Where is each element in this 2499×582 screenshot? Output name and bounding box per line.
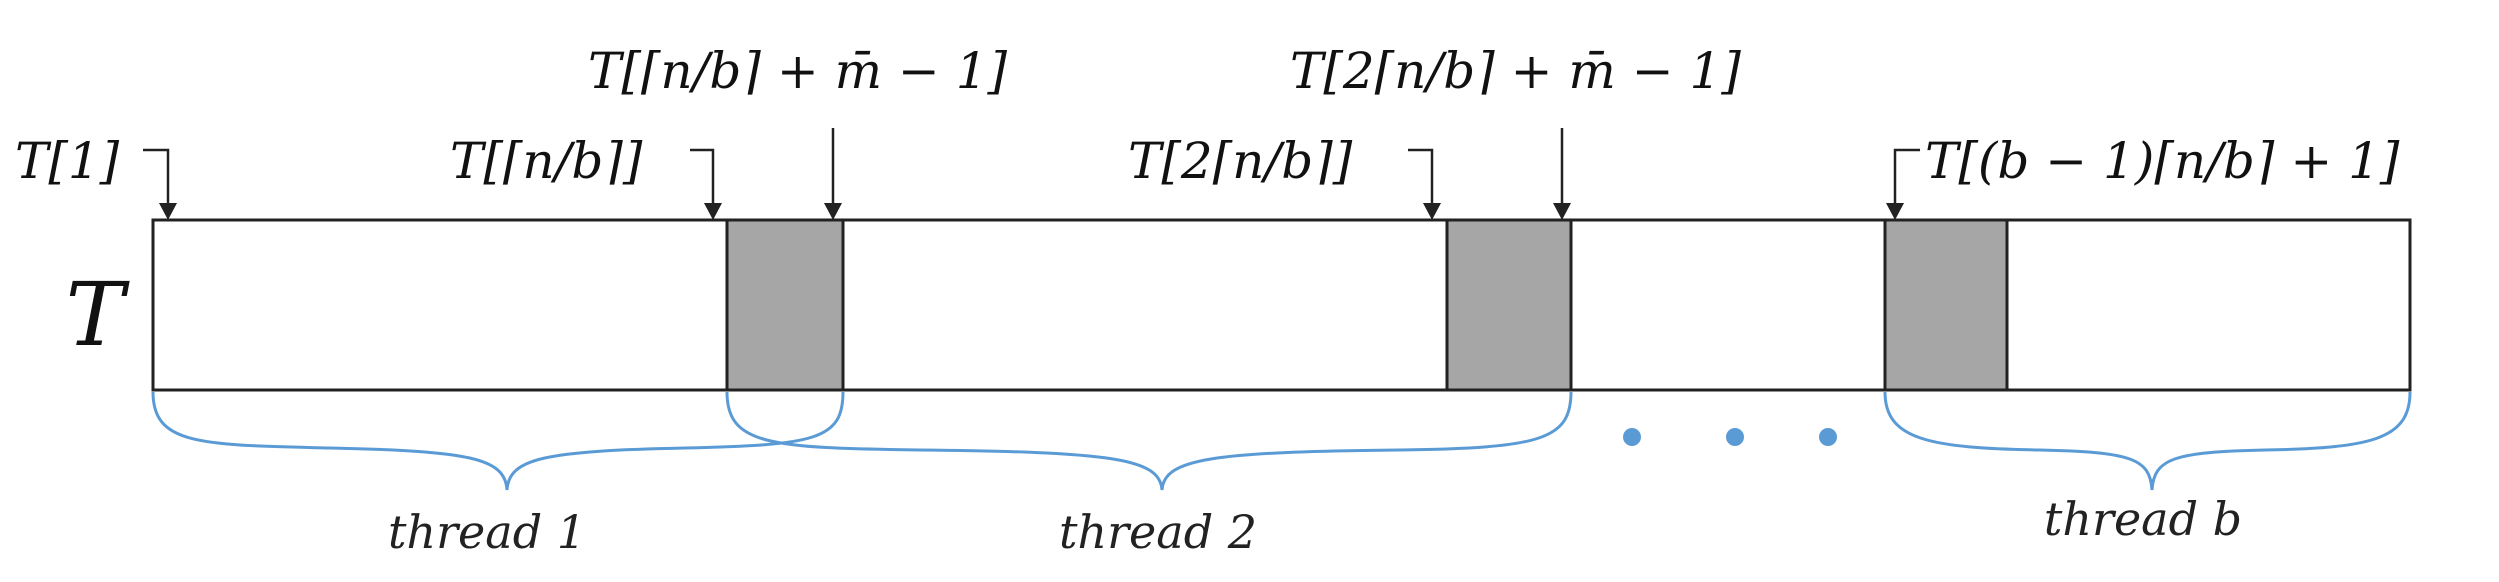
- brace-thread-1: [151, 391, 845, 491]
- ellipsis-dot-2: [1726, 428, 1744, 446]
- overlap-region-b: [1883, 218, 2009, 392]
- label-end-2: T[2⌈n/b⌉]: [1128, 132, 1353, 190]
- label-overlap-2: T[2⌈n/b⌉ + m̄ − 1]: [1290, 42, 1741, 100]
- thread-label-1: thread 1: [388, 505, 586, 559]
- ellipsis-dot-1: [1623, 428, 1641, 446]
- pointer-overlap-2: [1553, 128, 1571, 220]
- pointer-overlap-1: [824, 128, 842, 220]
- brace-thread-b: [1883, 391, 2412, 491]
- array-name-label: T: [66, 263, 131, 366]
- pointer-end-1: [690, 148, 722, 220]
- overlap-region-1: [725, 218, 845, 392]
- label-start-b: T[(b − 1)⌈n/b⌉ + 1]: [1925, 132, 2400, 190]
- label-overlap-1: T[⌈n/b⌉ + m̄ − 1]: [588, 42, 1008, 100]
- pointer-start-b: [1886, 148, 1920, 220]
- pointer-end-2: [1408, 148, 1441, 220]
- thread-label-2: thread 2: [1059, 505, 1257, 559]
- thread-label-b: thread b: [2044, 492, 2242, 546]
- brace-thread-2: [725, 391, 1573, 491]
- pointer-start-1: [143, 148, 177, 220]
- label-end-1: T[⌈n/b⌉]: [450, 132, 643, 190]
- ellipsis-dot-3: [1819, 428, 1837, 446]
- label-start-1: T[1]: [15, 132, 120, 190]
- array-bar: [151, 218, 2412, 392]
- overlap-region-2: [1445, 218, 1573, 392]
